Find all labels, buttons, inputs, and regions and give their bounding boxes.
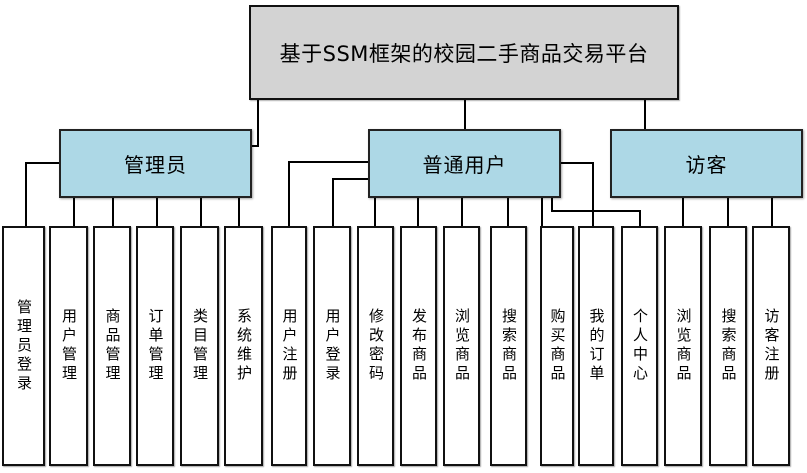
node-change-password: 修改密码 — [357, 226, 394, 466]
node-buy-product-label: 购买商品 — [548, 308, 567, 384]
node-category-mgmt-label: 类目管理 — [191, 308, 209, 384]
node-change-password-label: 修改密码 — [367, 308, 385, 384]
node-category-mgmt: 类目管理 — [180, 226, 219, 466]
node-search-product-guest-label: 搜索商品 — [719, 308, 738, 384]
node-search-product-guest: 搜索商品 — [709, 226, 747, 466]
node-system-maintenance: 系统维护 — [224, 226, 263, 466]
connector-user-login — [332, 178, 370, 228]
node-browse-product-user: 浏览商品 — [443, 226, 480, 466]
node-my-orders-label: 我的订单 — [587, 308, 606, 384]
role-guest-label: 访客 — [685, 153, 728, 177]
node-personal-center: 个人中心 — [621, 226, 658, 466]
connector-personal-center — [551, 197, 641, 228]
node-publish-product-label: 发布商品 — [410, 308, 428, 384]
node-product-mgmt-label: 商品管理 — [103, 308, 122, 384]
node-my-orders: 我的订单 — [578, 226, 614, 466]
node-browse-product-guest-label: 浏览商品 — [674, 308, 693, 384]
role-admin-node: 管理员 — [59, 129, 252, 198]
node-user-mgmt-label: 用户管理 — [60, 308, 78, 384]
node-user-login: 用户登录 — [313, 226, 351, 466]
node-user-register: 用户注册 — [271, 226, 307, 466]
root-title-node: 基于SSM框架的校园二手商品交易平台 — [249, 5, 679, 100]
node-browse-product-guest: 浏览商品 — [664, 226, 702, 466]
node-user-mgmt: 用户管理 — [49, 226, 88, 466]
node-publish-product: 发布商品 — [400, 226, 437, 466]
role-user-node: 普通用户 — [368, 129, 561, 198]
node-product-mgmt: 商品管理 — [93, 226, 131, 466]
node-guest-register: 访客注册 — [752, 226, 790, 466]
role-admin-label: 管理员 — [124, 153, 187, 177]
node-admin-login-label: 管理员登录 — [15, 298, 33, 394]
node-browse-product-user-label: 浏览商品 — [453, 308, 471, 384]
connector-title-admin — [251, 100, 259, 147]
node-search-product-user-label: 搜索商品 — [500, 308, 518, 384]
root-title-label: 基于SSM框架的校园二手商品交易平台 — [279, 41, 649, 66]
node-user-register-label: 用户注册 — [280, 308, 299, 384]
connector-admin-login — [25, 162, 60, 228]
node-guest-register-label: 访客注册 — [762, 308, 781, 384]
node-order-mgmt-label: 订单管理 — [146, 308, 165, 384]
node-search-product-user: 搜索商品 — [490, 226, 527, 466]
connector-user-register — [288, 161, 370, 228]
connector-my-orders — [559, 162, 594, 228]
node-user-login-label: 用户登录 — [323, 308, 342, 384]
node-system-maintenance-label: 系统维护 — [235, 308, 253, 384]
node-order-mgmt: 订单管理 — [136, 226, 174, 466]
node-personal-center-label: 个人中心 — [631, 308, 649, 384]
node-buy-product: 购买商品 — [540, 226, 574, 466]
node-admin-login: 管理员登录 — [2, 226, 45, 466]
role-user-label: 普通用户 — [422, 153, 507, 177]
role-guest-node: 访客 — [610, 129, 803, 198]
